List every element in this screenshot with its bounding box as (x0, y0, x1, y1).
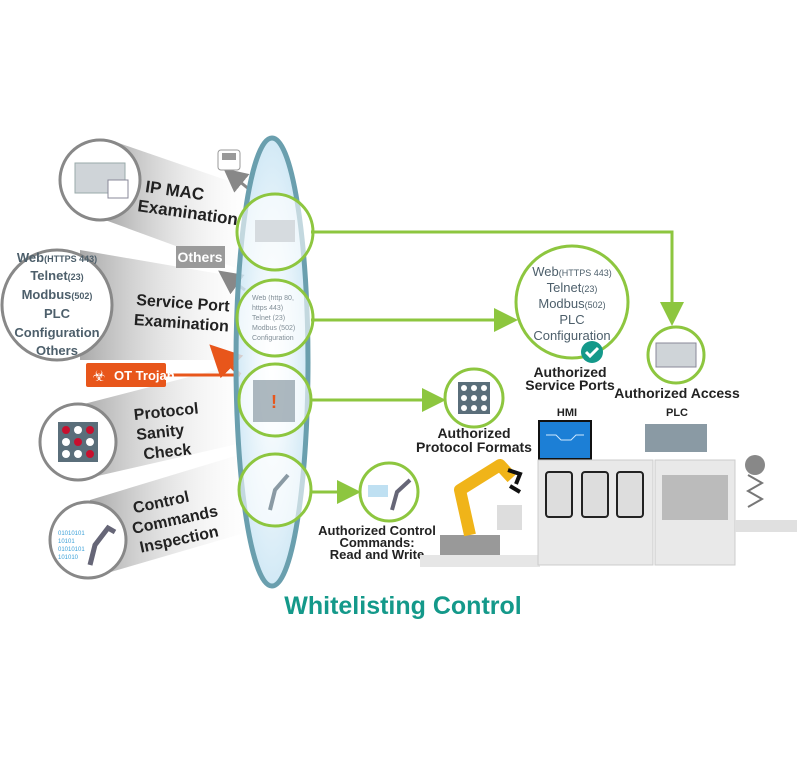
svg-text:ProtocolSanityCheck: ProtocolSanityCheck (133, 400, 203, 463)
protocol-dot (86, 438, 94, 446)
svg-text:101010: 101010 (58, 555, 79, 561)
protocol-dot (481, 395, 487, 401)
protocol-dot (471, 395, 477, 401)
svg-text:HMI: HMI (557, 407, 577, 419)
protocol-dot (461, 405, 467, 411)
svg-text:PLC: PLC (559, 312, 584, 327)
protocol-dot (461, 385, 467, 391)
protocol-dot (62, 438, 70, 446)
protocol-dot (471, 405, 477, 411)
protocol-dot (62, 450, 70, 458)
svg-text:OT Trojan: OT Trojan (114, 368, 175, 383)
ip-mac-circle (58, 138, 142, 222)
protocol-dot (74, 426, 82, 434)
svg-text:Authorized ControlCommands:Rea: Authorized ControlCommands:Read and Writ… (318, 523, 436, 562)
lens-ip-mac (235, 192, 315, 272)
svg-text:!: ! (271, 392, 277, 412)
plc-device (645, 424, 707, 452)
svg-text:Service PortExamination: Service PortExamination (133, 292, 230, 336)
flow-access (311, 230, 684, 326)
svg-text:Telnet(23): Telnet(23) (547, 280, 598, 295)
protocol-dot (86, 450, 94, 458)
svg-text:Others: Others (36, 343, 78, 358)
protocol-dot (74, 450, 82, 458)
ot-trojan-badge (86, 363, 166, 387)
diagram-title: Whitelisting Control (284, 592, 521, 620)
protocol-circle (38, 402, 118, 482)
authorized-service-ports-circle: Web(HTTPS 443) Telnet(23) Modbus(502) PL… (514, 244, 630, 363)
svg-text:Modbus(502): Modbus(502) (538, 296, 605, 311)
service-port-beam (80, 250, 255, 360)
svg-text:Web(HTTPS 443): Web(HTTPS 443) (532, 264, 612, 279)
protocol-dot (62, 426, 70, 434)
robot-arm-icon (87, 524, 117, 566)
svg-text:Configuration: Configuration (14, 325, 99, 340)
authorized-control-circle (358, 461, 420, 523)
protocol-dot (481, 385, 487, 391)
ip-mac-beam (105, 140, 255, 275)
svg-text:Web(HTTPS 443): Web(HTTPS 443) (17, 250, 97, 265)
protocol-dot (86, 426, 94, 434)
svg-text:Configuration: Configuration (533, 328, 610, 343)
biohazard-icon: ☣ (92, 368, 105, 385)
others-badge-label: Others (177, 249, 222, 265)
lens-protocol: ! (237, 362, 313, 438)
authorized-access-circle (646, 325, 706, 385)
svg-text:PLC: PLC (666, 407, 688, 419)
control-beam (90, 450, 255, 578)
svg-text:Web (http 80,https 443)Telnet: Web (http 80,https 443)Telnet (23)Modbus… (252, 295, 295, 342)
protocol-dot (471, 385, 477, 391)
lens-service-port: Web (http 80,https 443)Telnet (23)Modbus… (235, 278, 315, 358)
svg-text:01010101: 01010101 (58, 531, 85, 537)
svg-text:PLC: PLC (44, 306, 71, 321)
others-badge (176, 246, 225, 268)
svg-text:Telnet(23): Telnet(23) (30, 268, 83, 283)
lens-control (237, 452, 313, 528)
protocol-dot (74, 438, 82, 446)
svg-text:10101: 10101 (58, 539, 75, 545)
svg-text:Authorized Access: Authorized Access (614, 385, 740, 401)
svg-text:01010101: 01010101 (58, 547, 85, 553)
protocol-beam (80, 360, 255, 480)
service-port-circle: Web(HTTPS 443) Telnet(23) Modbus(502) PL… (0, 248, 114, 362)
protocol-dot (461, 395, 467, 401)
authorized-protocol-circle (443, 367, 505, 429)
control-circle: 01010101 10101 01010101 101010 (48, 500, 128, 580)
protocol-dot (481, 405, 487, 411)
small-device-icon (217, 149, 241, 171)
svg-text:Modbus(502): Modbus(502) (22, 287, 93, 302)
hmi-screen (538, 420, 592, 460)
